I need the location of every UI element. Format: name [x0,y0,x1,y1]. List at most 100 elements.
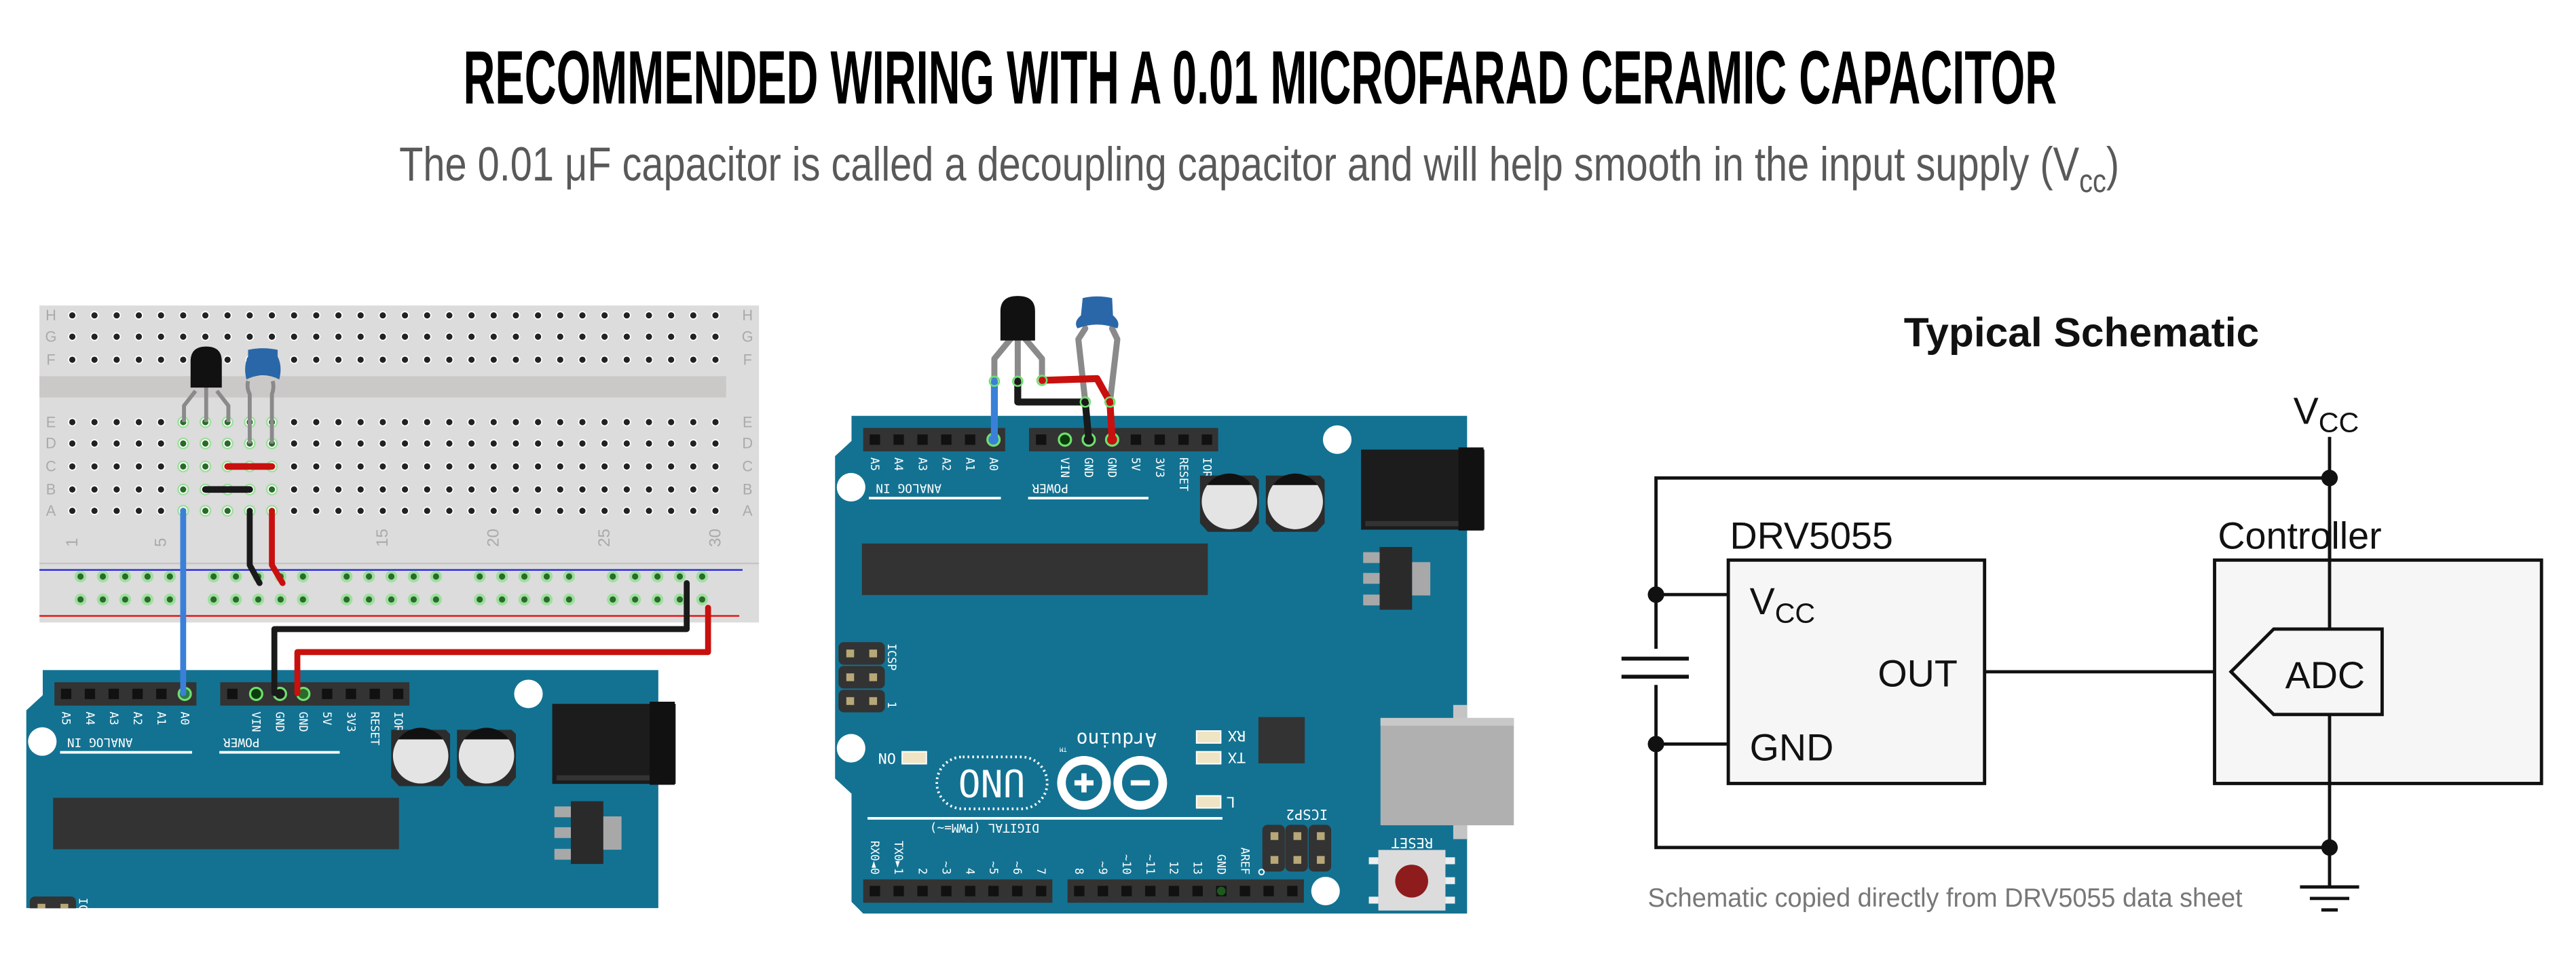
icsp2-pin[interactable] [1317,856,1325,864]
breadboard-hole[interactable] [446,486,453,493]
rail-hole[interactable] [388,573,395,580]
breadboard-hole[interactable] [579,356,586,363]
header-pin[interactable] [1098,886,1108,896]
rail-hole[interactable] [610,596,616,603]
breadboard-hole[interactable] [601,419,608,426]
breadboard-hole[interactable] [557,312,563,319]
breadboard-hole[interactable] [157,440,164,447]
header-pin[interactable] [1130,434,1142,445]
rail-hole[interactable] [210,596,217,603]
breadboard-hole[interactable] [490,419,497,426]
breadboard-hole[interactable] [690,312,696,319]
breadboard-hole[interactable] [690,463,696,470]
rail-hole[interactable] [144,573,151,580]
breadboard-hole[interactable] [291,356,297,363]
breadboard-hole[interactable] [135,508,143,514]
rail-hole[interactable] [77,596,84,603]
breadboard-hole[interactable] [557,508,563,514]
breadboard-hole[interactable] [379,356,386,363]
breadboard-hole[interactable] [357,486,364,493]
breadboard-hole[interactable] [446,333,453,340]
breadboard-hole[interactable] [646,356,652,363]
breadboard-hole[interactable] [135,440,143,447]
breadboard-hole[interactable] [113,312,120,319]
breadboard-hole[interactable] [246,312,253,319]
icsp-pin[interactable] [846,649,855,658]
breadboard-hole[interactable] [113,419,120,426]
rail-hole[interactable] [654,596,661,603]
breadboard-hole[interactable] [490,463,497,470]
breadboard-hole[interactable] [579,463,586,470]
breadboard-hole[interactable] [601,333,608,340]
rail-hole[interactable] [543,596,550,603]
breadboard-hole[interactable] [69,508,76,514]
breadboard-hole[interactable] [690,356,696,363]
header-pin[interactable] [870,434,880,445]
rail-hole[interactable] [565,596,572,603]
breadboard-hole[interactable] [712,333,719,340]
breadboard-hole[interactable] [690,440,696,447]
header-pin[interactable] [941,434,952,445]
breadboard-hole[interactable] [668,312,675,319]
header-pin[interactable] [227,688,238,700]
rail-hole[interactable] [144,596,151,603]
breadboard-hole[interactable] [646,333,652,340]
breadboard-hole[interactable] [535,419,542,426]
breadboard-hole[interactable] [712,356,719,363]
header-pin[interactable] [1168,886,1180,896]
breadboard-hole[interactable] [579,419,586,426]
breadboard-hole[interactable] [224,356,231,363]
breadboard-hole[interactable] [646,508,652,514]
breadboard-hole[interactable] [69,463,76,470]
header-pin[interactable] [1192,886,1203,896]
breadboard-hole[interactable] [646,440,652,447]
breadboard-hole[interactable] [424,356,430,363]
header-pin[interactable] [870,886,880,896]
breadboard-hole[interactable] [379,312,386,319]
breadboard-hole[interactable] [490,312,497,319]
breadboard-hole[interactable] [446,356,453,363]
breadboard-hole[interactable] [91,440,98,447]
header-pin[interactable] [965,886,975,896]
breadboard-hole[interactable] [424,419,430,426]
breadboard-hole[interactable] [135,356,143,363]
header-pin[interactable] [988,886,999,896]
header-pin[interactable] [893,886,904,896]
breadboard-hole[interactable] [313,419,320,426]
breadboard-hole[interactable] [335,463,342,470]
breadboard-hole[interactable] [91,486,98,493]
rail-hole[interactable] [632,596,639,603]
breadboard-hole[interactable] [357,508,364,514]
breadboard-hole[interactable] [313,312,320,319]
breadboard-hole[interactable] [291,333,297,340]
breadboard-hole[interactable] [379,333,386,340]
header-pin[interactable] [893,434,904,445]
breadboard-hole[interactable] [135,419,143,426]
rail-hole[interactable] [99,573,107,580]
breadboard-hole[interactable] [512,333,519,340]
breadboard-hole[interactable] [113,440,120,447]
header-pin[interactable] [1239,886,1250,896]
breadboard-hole[interactable] [424,463,430,470]
breadboard-hole[interactable] [646,312,652,319]
rail-hole[interactable] [521,573,528,580]
breadboard-hole[interactable] [579,333,586,340]
breadboard-hole[interactable] [601,508,608,514]
breadboard-hole[interactable] [623,356,630,363]
rail-hole[interactable] [698,596,706,603]
breadboard-hole[interactable] [668,486,675,493]
breadboard-hole[interactable] [291,486,297,493]
breadboard-hole[interactable] [113,508,120,514]
breadboard-hole[interactable] [224,312,231,319]
breadboard-hole[interactable] [313,333,320,340]
breadboard-hole[interactable] [335,486,342,493]
breadboard-hole[interactable] [335,508,342,514]
rail-hole[interactable] [610,573,616,580]
breadboard-hole[interactable] [157,312,164,319]
breadboard-hole[interactable] [468,312,475,319]
breadboard-hole[interactable] [357,419,364,426]
breadboard-hole[interactable] [313,356,320,363]
breadboard-hole[interactable] [268,333,276,340]
rail-hole[interactable] [543,573,550,580]
breadboard-hole[interactable] [490,440,497,447]
